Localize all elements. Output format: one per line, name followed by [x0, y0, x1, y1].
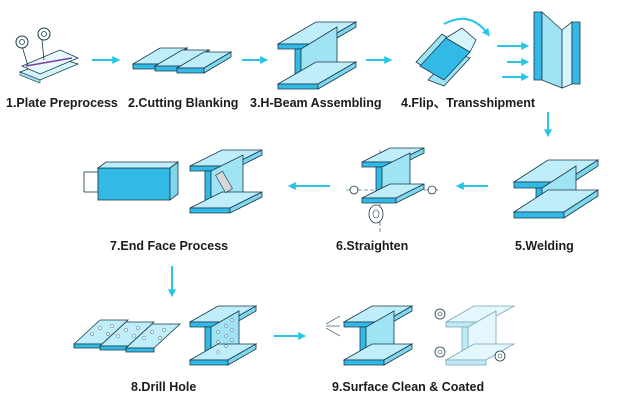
end-face-process-illustration: [83, 149, 263, 214]
step-label-surface-clean-coated: 9.Surface Clean & Coated: [332, 380, 485, 394]
cutting-blanking-illustration: [131, 47, 233, 74]
step-label-flip-transshipment: 4.Flip、Transshipment: [401, 96, 536, 110]
plate-preprocess-illustration: [15, 27, 80, 84]
step-label-straighten: 6.Straighten: [336, 239, 409, 253]
step-label-h-beam-assembling: 3.H-Beam Assembling: [250, 96, 382, 110]
step-label-plate-preprocess: 1.Plate Preprocess: [6, 96, 118, 110]
step-label-drill-hole: 8.Drill Hole: [131, 380, 197, 394]
straighten-illustration: [346, 147, 438, 232]
step-label-cutting-blanking: 2.Cutting Blanking: [128, 96, 239, 110]
welding-illustration: [512, 159, 600, 219]
step-label-welding: 5.Welding: [515, 239, 574, 253]
surface-clean-coated-illustration: [325, 305, 516, 366]
upright-beam-illustration: [533, 11, 581, 89]
h-beam-assembling-illustration: [276, 21, 358, 90]
step-label-end-face-process: 7.End Face Process: [110, 239, 229, 253]
flip-transshipment-illustration: [415, 17, 490, 87]
drill-hole-illustration: [72, 305, 258, 366]
